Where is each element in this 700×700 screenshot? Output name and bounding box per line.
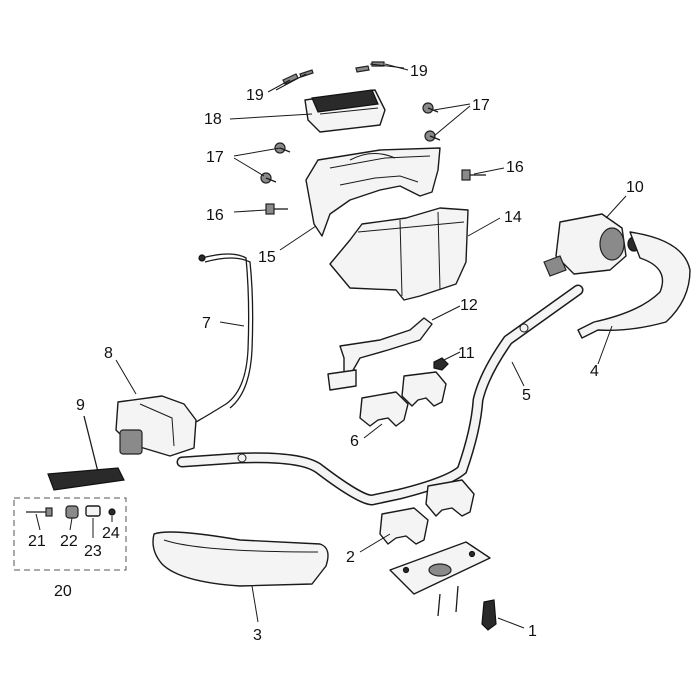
part-7-cable[interactable]: [195, 253, 254, 423]
callout-21: 21: [28, 533, 46, 550]
callout-8: 8: [104, 345, 113, 362]
group-20-parts[interactable]: [13, 497, 127, 571]
part-5-handlebar[interactable]: [176, 284, 584, 506]
callout-10: 10: [626, 179, 644, 196]
callout-16a: 16: [506, 159, 524, 176]
part-10-switch[interactable]: [543, 213, 641, 277]
part-3-pad[interactable]: [152, 531, 329, 587]
callout-7: 7: [202, 315, 211, 332]
callout-5: 5: [522, 387, 531, 404]
part-4-handguard[interactable]: [577, 231, 691, 339]
part-12-bracket[interactable]: [327, 317, 433, 391]
part-18-meter[interactable]: [304, 89, 386, 133]
callout-2: 2: [346, 549, 355, 566]
callout-19b: 19: [410, 63, 428, 80]
part-14-lower-cover[interactable]: [329, 207, 469, 301]
callout-17b: 17: [206, 149, 224, 166]
callout-23: 23: [84, 543, 102, 560]
part-11-nut[interactable]: [433, 357, 449, 371]
part-9-grip[interactable]: [47, 415, 125, 491]
callout-4: 4: [590, 363, 599, 380]
callout-18: 18: [204, 111, 222, 128]
callout-24: 24: [102, 525, 120, 542]
part-16-bolts[interactable]: [265, 169, 486, 215]
callout-17a: 17: [472, 97, 490, 114]
callout-12: 12: [460, 297, 478, 314]
callout-15: 15: [258, 249, 276, 266]
part-6-upper-clamps[interactable]: [359, 371, 447, 427]
part-8-throttle[interactable]: [115, 395, 197, 457]
callout-9: 9: [76, 397, 85, 414]
callout-22: 22: [60, 533, 78, 550]
callout-6: 6: [350, 433, 359, 450]
callout-11: 11: [458, 345, 475, 362]
leader-lines: [35, 63, 627, 629]
part-19-clips[interactable]: [282, 61, 385, 85]
callout-14: 14: [504, 209, 522, 226]
part-2-lower-clamps[interactable]: [379, 479, 491, 595]
callout-19a: 19: [246, 87, 264, 104]
callout-16b: 16: [206, 207, 224, 224]
callout-1: 1: [528, 623, 537, 640]
callout-labels: 1 2 3 4 5 6 7 8 9 10 11 12 14 15 16 16 1…: [28, 63, 644, 644]
part-1-bolt[interactable]: [437, 585, 497, 631]
callout-3: 3: [253, 627, 262, 644]
callout-20: 20: [54, 583, 72, 600]
